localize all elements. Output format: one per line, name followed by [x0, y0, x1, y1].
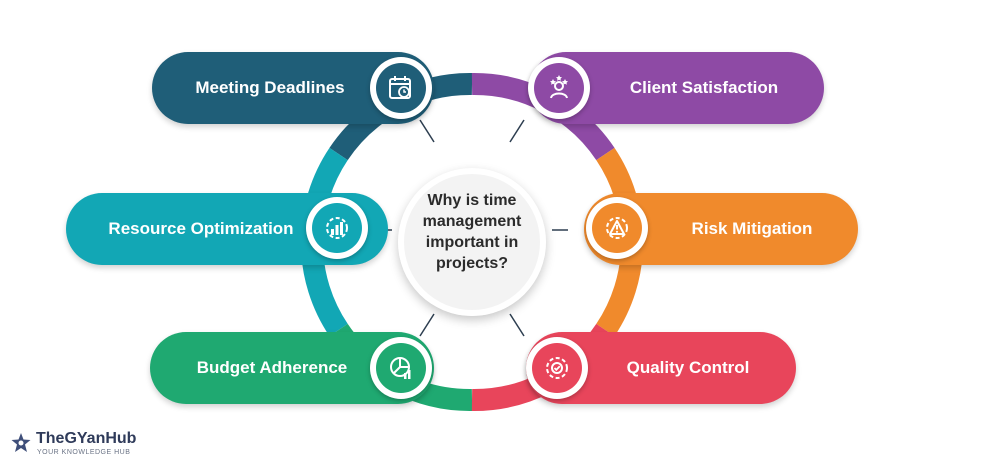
calendar-clock-icon [389, 76, 411, 99]
center-line: important in [425, 234, 519, 251]
pill-label: Risk Mitigation [691, 219, 813, 238]
badge-budget-adherence [370, 337, 432, 399]
logo-mark-icon [11, 433, 31, 452]
center-line: Why is time [427, 192, 517, 209]
logo-subtitle: YOUR KNOWLEDGE HUB [37, 449, 131, 456]
pill-label: Quality Control [626, 358, 750, 377]
badge-resource-optimization [306, 197, 368, 259]
pill-label: Resource Optimization [108, 219, 294, 238]
center-circle [398, 168, 546, 316]
pill-label: Budget Adherence [196, 358, 348, 377]
center-line: projects? [435, 255, 508, 272]
center-line: management [422, 213, 522, 230]
user-star-icon [550, 75, 568, 99]
pill-label: Client Satisfaction [629, 78, 779, 97]
quality-gear-icon [546, 357, 568, 379]
chart-gear-icon [326, 217, 348, 239]
pill-label: Meeting Deadlines [195, 78, 345, 97]
center-question: Why is time management important in proj… [400, 190, 544, 274]
warning-gear-icon [606, 217, 628, 239]
pie-chart-icon [390, 357, 411, 379]
badge-risk-mitigation [586, 197, 648, 259]
badge-quality-control [526, 337, 588, 399]
badge-meeting-deadlines [370, 57, 432, 119]
logo-title: TheGYanHub [36, 430, 137, 447]
badge-client-satisfaction [528, 57, 590, 119]
